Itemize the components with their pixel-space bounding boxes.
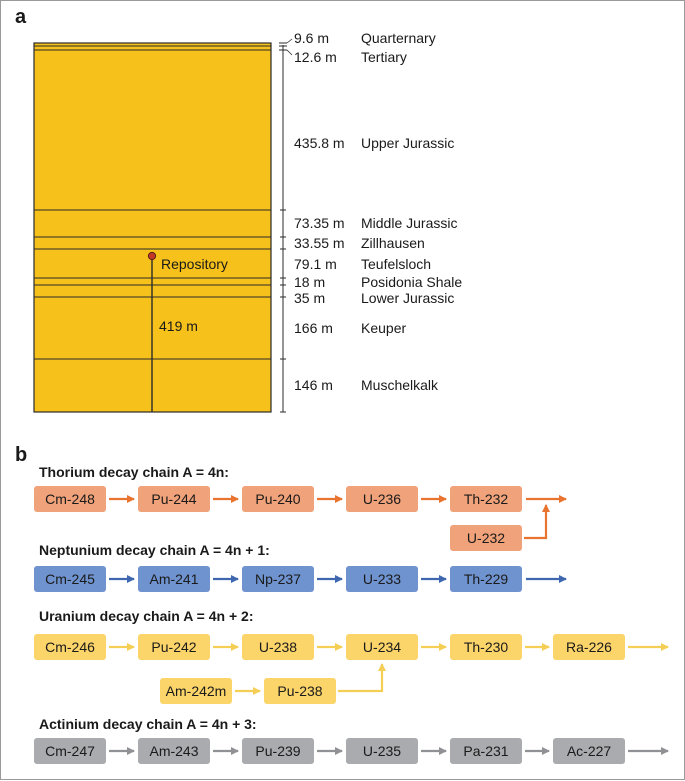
- nuclide-box: [346, 566, 418, 592]
- nuclide-box: [138, 738, 210, 764]
- uranium-chain: Uranium decay chain A = 4n + 2: Cm-246 P…: [34, 608, 669, 704]
- nuclide-label: U-238: [259, 639, 297, 655]
- nuclide-box: [450, 634, 522, 660]
- nuclide-label: Cm-247: [45, 743, 95, 759]
- nuclide-box: [242, 738, 314, 764]
- depth-label: 419 m: [159, 318, 198, 334]
- nuclide-box: [553, 634, 625, 660]
- nuclide-label: Pu-239: [255, 743, 300, 759]
- name-posidonia-shale: Posidonia Shale: [361, 274, 462, 290]
- name-keuper: Keuper: [361, 320, 406, 336]
- thorium-chain: Thorium decay chain A = 4n: Cm-248 Pu-24…: [34, 464, 567, 551]
- nuclide-label: U-235: [363, 743, 401, 759]
- neptunium-chain: Neptunium decay chain A = 4n + 1: Cm-245…: [34, 542, 567, 592]
- actinium-chain: Actinium decay chain A = 4n + 3: Cm-247 …: [34, 716, 669, 764]
- thickness-scale: [279, 38, 293, 413]
- leader-line: [286, 38, 293, 44]
- nuclide-box: [346, 634, 418, 660]
- nuclide-box: [346, 486, 418, 512]
- nuclide-label: Ra-226: [566, 639, 612, 655]
- name-muschelkalk: Muschelkalk: [361, 377, 439, 393]
- nuclide-label: U-232: [467, 530, 505, 546]
- thickness-lower-jurassic: 35 m: [294, 290, 325, 306]
- chain-title: Neptunium decay chain A = 4n + 1:: [39, 542, 270, 558]
- nuclide-label: U-233: [363, 571, 401, 587]
- nuclide-label: Am-242m: [166, 683, 227, 699]
- nuclide-label: Pu-244: [151, 491, 196, 507]
- decay-arrow: [338, 663, 386, 693]
- nuclide-label: Pu-240: [255, 491, 300, 507]
- nuclide-label: Pu-242: [151, 639, 196, 655]
- nuclide-label: Am-243: [149, 743, 198, 759]
- name-tertiary: Tertiary: [361, 49, 407, 65]
- chain-title: Thorium decay chain A = 4n:: [39, 464, 229, 480]
- name-upper-jurassic: Upper Jurassic: [361, 135, 454, 151]
- thickness-keuper: 166 m: [294, 320, 333, 336]
- nuclide-label: U-234: [363, 639, 401, 655]
- repository-label: Repository: [161, 256, 228, 272]
- nuclide-box: [34, 486, 106, 512]
- panel-a-letter: a: [15, 6, 27, 28]
- repository-marker: [147, 251, 157, 261]
- nuclide-box: [160, 678, 232, 704]
- chain-title: Actinium decay chain A = 4n + 3:: [39, 716, 257, 732]
- chain-title: Uranium decay chain A = 4n + 2:: [39, 608, 253, 624]
- layer-labels: 9.6 m Quarternary 12.6 m Tertiary 435.8 …: [294, 30, 462, 393]
- name-zillhausen: Zillhausen: [361, 235, 425, 251]
- thickness-middle-jurassic: 73.35 m: [294, 215, 345, 231]
- name-teufelsloch: Teufelsloch: [361, 256, 431, 272]
- nuclide-label: Cm-245: [45, 571, 95, 587]
- name-lower-jurassic: Lower Jurassic: [361, 290, 454, 306]
- nuclide-box: [264, 678, 336, 704]
- panel-b-letter: b: [15, 444, 27, 466]
- nuclide-box: [450, 525, 522, 551]
- nuclide-label: Th-232: [464, 491, 509, 507]
- nuclide-label: Th-229: [464, 571, 509, 587]
- thickness-quarternary: 9.6 m: [294, 30, 329, 46]
- nuclide-box: [242, 566, 314, 592]
- nuclide-box: [138, 486, 210, 512]
- nuclide-box: [34, 566, 106, 592]
- nuclide-label: Th-230: [464, 639, 509, 655]
- nuclide-label: Pu-238: [277, 683, 322, 699]
- nuclide-box: [242, 634, 314, 660]
- nuclide-box: [553, 738, 625, 764]
- nuclide-box: [450, 738, 522, 764]
- nuclide-box: [450, 566, 522, 592]
- nuclide-box: [34, 634, 106, 660]
- nuclide-label: Np-237: [255, 571, 301, 587]
- nuclide-box: [450, 486, 522, 512]
- stratigraphic-column: Repository 419 m: [33, 42, 272, 413]
- nuclide-label: Pa-231: [463, 743, 508, 759]
- thickness-tertiary: 12.6 m: [294, 49, 337, 65]
- nuclide-box: [34, 738, 106, 764]
- nuclide-box: [346, 738, 418, 764]
- nuclide-label: Cm-248: [45, 491, 95, 507]
- nuclide-box: [242, 486, 314, 512]
- nuclide-label: Ac-227: [567, 743, 612, 759]
- leader-line: [286, 49, 293, 56]
- nuclide-label: Cm-246: [45, 639, 95, 655]
- name-middle-jurassic: Middle Jurassic: [361, 215, 457, 231]
- nuclide-label: Am-241: [149, 571, 198, 587]
- thickness-zillhausen: 33.55 m: [294, 235, 345, 251]
- nuclide-box: [138, 634, 210, 660]
- thickness-upper-jurassic: 435.8 m: [294, 135, 345, 151]
- thickness-posidonia-shale: 18 m: [294, 274, 325, 290]
- name-quarternary: Quarternary: [361, 30, 436, 46]
- decay-arrow: [524, 504, 550, 540]
- nuclide-box: [138, 566, 210, 592]
- nuclide-label: U-236: [363, 491, 401, 507]
- thickness-muschelkalk: 146 m: [294, 377, 333, 393]
- thickness-teufelsloch: 79.1 m: [294, 256, 337, 272]
